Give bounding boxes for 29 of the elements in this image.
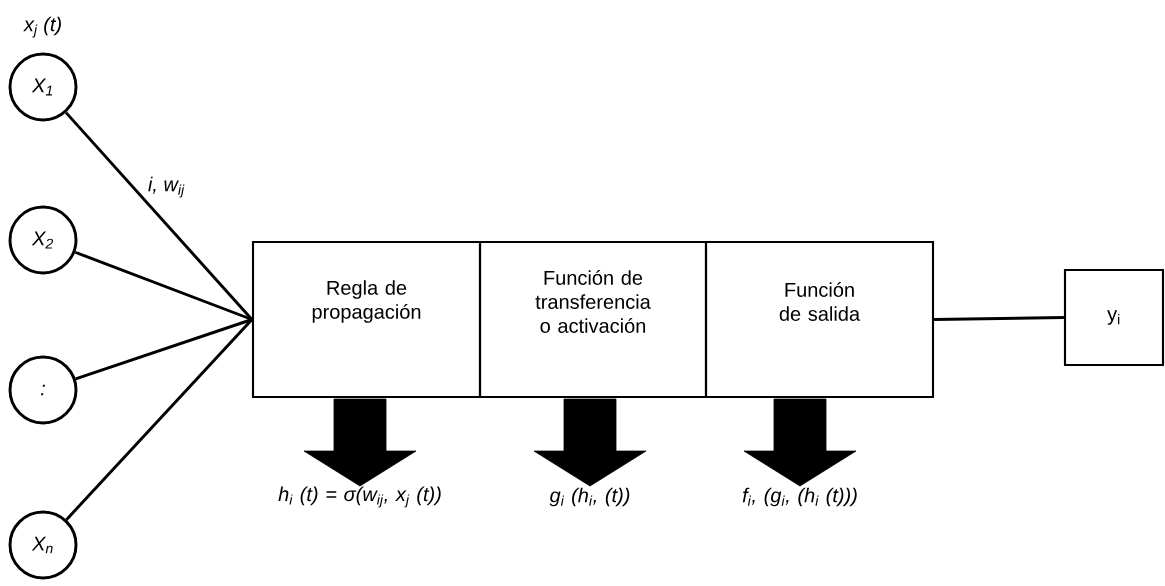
node-text: g$_{i}$ (h$_{i}$, (t)) — [549, 487, 630, 507]
process-box — [704, 240, 935, 399]
process-box — [478, 240, 708, 399]
block-arrow — [743, 398, 857, 487]
input-circle — [8, 52, 78, 122]
input-circle — [8, 205, 78, 275]
node-text: f$_{i}$, (g$_{i}$, (h$_{i}$ (t))) — [742, 487, 857, 507]
node-text: X$_{n}$ — [31, 536, 53, 554]
process-box — [1063, 268, 1165, 367]
node-text: : — [41, 384, 45, 396]
connector-line — [934, 316, 1064, 321]
connector-line — [65, 318, 253, 521]
connector-line — [75, 318, 253, 381]
connector-line — [74, 250, 253, 321]
block-arrow — [303, 398, 417, 487]
node-text: Función de salida — [779, 282, 861, 321]
block-arrow — [533, 398, 647, 487]
input-heading: x$_{j}$ (t) — [23, 16, 61, 38]
node-text: Función de transferencia o activación — [535, 270, 651, 333]
node-text: y$_{i}$ — [1107, 310, 1120, 325]
input-circle — [8, 355, 78, 425]
node-text: h$_{i}$ (t) = σ(w$_{ij}$, x$_{j}$ (t)) — [278, 486, 441, 508]
node-text: Regla de propagación — [312, 280, 421, 323]
connector-line — [64, 111, 254, 321]
process-box — [251, 240, 482, 399]
input-circle — [8, 510, 78, 580]
node-text: X$_{2}$ — [31, 231, 54, 249]
edge-label: i, w$_{ij}$ — [148, 176, 185, 198]
node-text: X$_{1}$ — [31, 78, 53, 96]
